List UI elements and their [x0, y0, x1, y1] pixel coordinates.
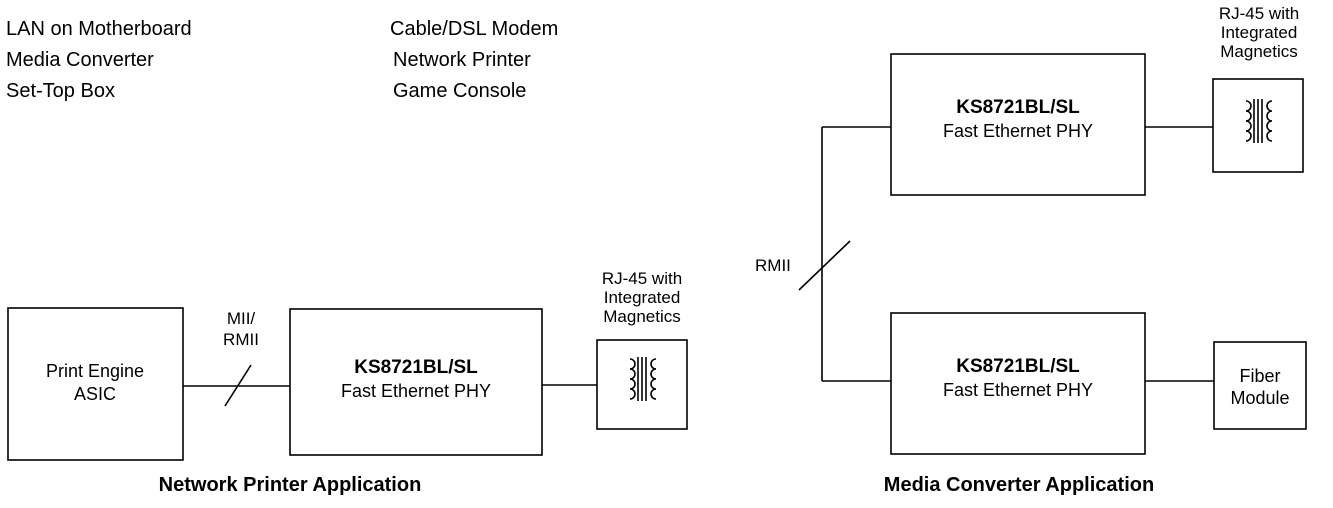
app-lan-on-motherboard: LAN on Motherboard: [6, 18, 192, 40]
rmii-slash-mark: [798, 240, 851, 291]
fiber-module-block: [1213, 341, 1307, 430]
print-engine-asic-block: [7, 307, 184, 461]
bus-label-line2: RMII: [223, 330, 259, 349]
network-printer-diagram: Print Engine ASIC MII/ RMII KS8721BL/SL …: [7, 269, 688, 496]
bottom-phy-chip-description: Fast Ethernet PHY: [943, 380, 1093, 400]
converter-caption: Media Converter Application: [884, 474, 1154, 496]
converter-rj45-label-line3: Magnetics: [1220, 42, 1297, 61]
rj45-label-line1: RJ-45 with: [602, 269, 682, 288]
rj45-label-line2: Integrated: [604, 288, 681, 307]
top-phy-chip-description: Fast Ethernet PHY: [943, 121, 1093, 141]
printer-caption: Network Printer Application: [159, 474, 422, 496]
app-set-top-box: Set-Top Box: [6, 80, 115, 102]
asic-label-line2: ASIC: [74, 384, 116, 404]
app-network-printer: Network Printer: [393, 49, 531, 71]
rmii-label: RMII: [755, 256, 791, 275]
app-media-converter: Media Converter: [6, 49, 154, 71]
phy-chip-name: KS8721BL/SL: [354, 357, 478, 378]
rj45-label-line3: Magnetics: [603, 307, 680, 326]
bus-slash-mark: [224, 364, 252, 407]
phy-chip-block: [289, 308, 543, 456]
converter-rj45-label-line1: RJ-45 with: [1219, 4, 1299, 23]
fiber-label-line2: Module: [1230, 388, 1289, 408]
application-list: LAN on Motherboard Media Converter Set-T…: [6, 18, 558, 102]
top-phy-chip-block: [890, 53, 1146, 196]
fiber-label-line1: Fiber: [1239, 366, 1280, 386]
app-cable-dsl-modem: Cable/DSL Modem: [390, 18, 558, 40]
top-phy-chip-name: KS8721BL/SL: [956, 97, 1080, 118]
bottom-phy-chip-name: KS8721BL/SL: [956, 356, 1080, 377]
bottom-phy-chip-block: [890, 312, 1146, 455]
app-game-console: Game Console: [393, 80, 526, 102]
converter-rj45-label-line2: Integrated: [1221, 23, 1298, 42]
transformer-icon: [629, 357, 657, 401]
phy-chip-description: Fast Ethernet PHY: [341, 381, 491, 401]
asic-label-line1: Print Engine: [46, 361, 144, 381]
converter-transformer-icon: [1245, 99, 1273, 143]
media-converter-diagram: RMII KS8721BL/SL Fast Ethernet PHY RJ-45…: [755, 4, 1307, 496]
bus-label-line1: MII/: [227, 309, 256, 328]
